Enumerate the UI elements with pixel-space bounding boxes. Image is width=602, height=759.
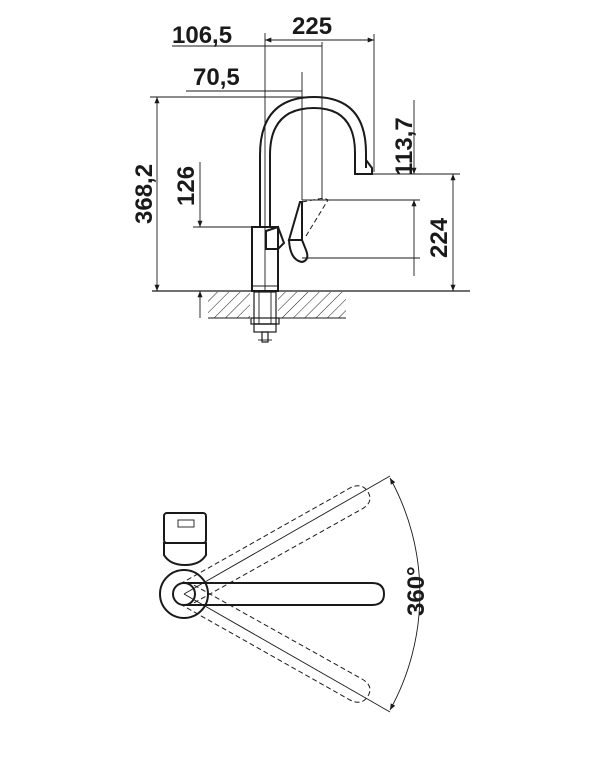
rotation-label: 360° <box>403 566 430 616</box>
dim-225-label: 225 <box>292 13 332 40</box>
dim-224-label: 224 <box>426 217 453 258</box>
radius-lower <box>183 593 391 713</box>
lever-block <box>163 512 207 567</box>
top-view: 360° <box>159 475 430 713</box>
dim-224: 224 <box>302 174 456 291</box>
dim-113-7-label: 113,7 <box>391 117 418 176</box>
spout-lower-position <box>179 583 371 703</box>
spout-upper-position <box>179 485 371 605</box>
lever-handle <box>287 197 329 264</box>
dim-106-5-label: 106,5 <box>172 22 232 49</box>
dim-126-label: 126 <box>173 166 200 206</box>
spout-center-position <box>184 582 386 606</box>
dim-70-5: 70,5 <box>186 64 303 200</box>
dim-368-2: 368,2 <box>131 96 314 291</box>
rotation-arc <box>389 477 421 711</box>
dim-106-5: 106,5 <box>172 22 323 200</box>
dim-126: 126 <box>173 162 252 318</box>
radius-upper <box>183 475 391 595</box>
gooseneck-spout <box>259 95 373 227</box>
dim-368-2-label: 368,2 <box>131 164 158 224</box>
side-view: 225 106,5 70,5 368,2 126 <box>131 13 470 343</box>
dim-113-7: 113,7 <box>302 100 460 276</box>
dim-70-5-label: 70,5 <box>193 64 240 91</box>
mounting-shank <box>250 291 280 343</box>
countertop-hatch <box>208 292 346 319</box>
dim-225: 225 <box>265 13 375 172</box>
faucet-body <box>251 225 286 292</box>
